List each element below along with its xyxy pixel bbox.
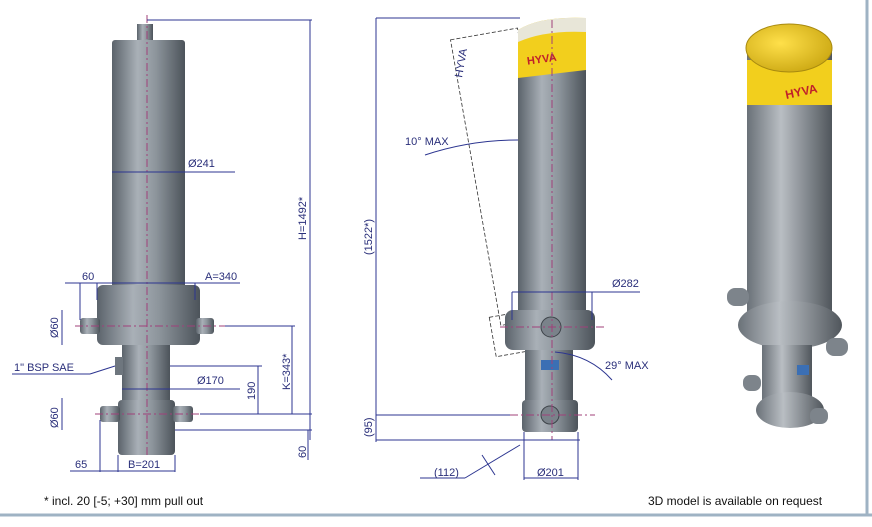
rod-cap	[137, 24, 153, 42]
port-fitting	[115, 357, 123, 375]
dim-barrel-diameter: Ø241	[188, 158, 215, 170]
pullout-note: * incl. 20 [-5; +30] mm pull out	[44, 494, 204, 508]
dim-height: (1522*)	[363, 219, 375, 255]
dim-upper-pin-diameter: Ø60	[49, 317, 61, 338]
dim-collar-diameter: Ø282	[612, 278, 639, 290]
dim-lower-pin-diameter: Ø60	[49, 407, 61, 428]
dim-95: (95)	[363, 417, 375, 437]
upper-pin-left	[80, 318, 100, 334]
dim-65: 65	[75, 459, 87, 471]
model-collar	[738, 301, 842, 349]
dim-b: B=201	[128, 459, 160, 471]
model-lower-pin-left	[743, 375, 761, 391]
dim-a: A=340	[205, 271, 237, 283]
model-pin-right	[826, 338, 848, 356]
side-cap-top	[518, 17, 586, 42]
ghost-brand: HYVA	[453, 47, 470, 78]
model-availability-note: 3D model is available on request	[648, 494, 823, 508]
side-lower-barrel	[525, 350, 573, 402]
model-base	[756, 392, 824, 428]
upper-collar	[97, 285, 200, 345]
dim-bottom-60: 60	[297, 446, 309, 458]
dim-swing-angle: 29° MAX	[605, 360, 649, 372]
dim-base-diameter: Ø201	[537, 467, 564, 479]
side-port	[541, 360, 559, 370]
dim-k: K=343*	[281, 353, 293, 390]
dim-h: H=1492*	[297, 196, 309, 240]
front-view	[12, 15, 312, 472]
model-view: HYVA	[727, 23, 848, 428]
dim-112: (112)	[434, 467, 459, 479]
lower-pin-left	[100, 406, 120, 422]
port-label: 1" BSP SAE	[14, 362, 74, 374]
dim-tilt-angle: 10° MAX	[405, 136, 449, 148]
model-port	[797, 365, 809, 375]
lower-barrel	[122, 345, 170, 403]
dim-190: 190	[246, 382, 258, 400]
dim-pin-offset: 60	[82, 271, 94, 283]
side-brand: HYVA	[526, 52, 557, 68]
model-cap	[745, 23, 833, 73]
barrel	[112, 40, 185, 290]
model-pin-left	[727, 288, 749, 306]
model-brand: HYVA	[784, 81, 819, 102]
model-lower-pin-right	[810, 408, 828, 424]
side-view: HYVA HYVA	[375, 17, 640, 480]
dim-lower-diameter: Ø170	[197, 375, 224, 387]
